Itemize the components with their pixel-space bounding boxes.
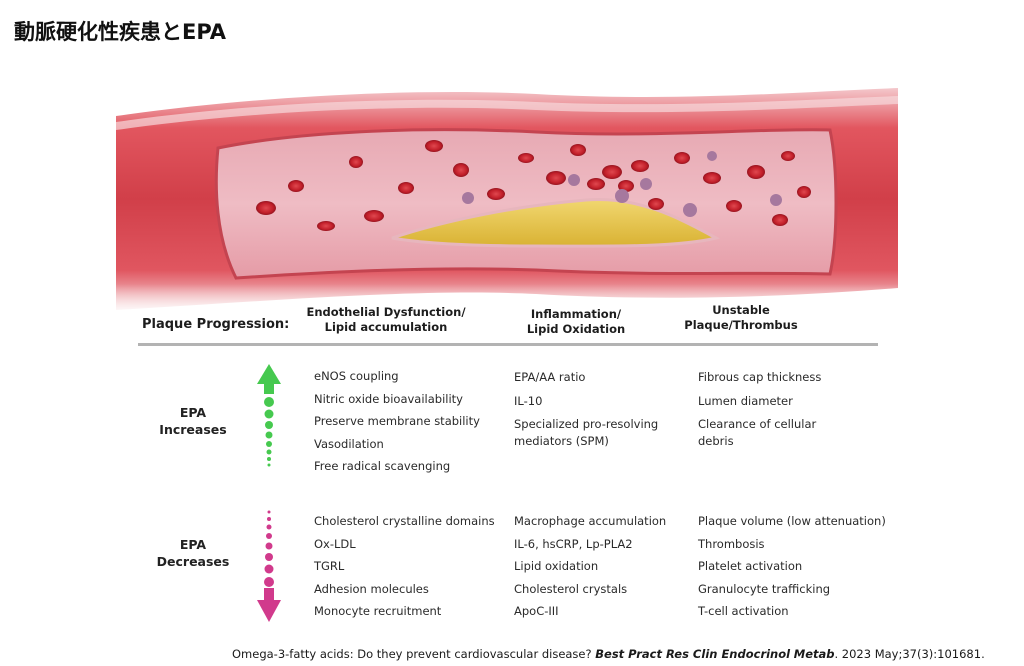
- list-item: Thrombosis: [698, 536, 765, 551]
- list-item: Platelet activation: [698, 559, 803, 574]
- header-divider: [138, 343, 878, 346]
- label-line: EPA: [179, 405, 207, 420]
- column-heading-inflammation: Inflammation/ Lipid Oxidation: [506, 307, 646, 337]
- list-item: Free radical scavenging: [314, 459, 451, 474]
- arrow-dot: [264, 397, 274, 407]
- citation-journal: Best Pract Res Clin Endocrinol: [595, 647, 791, 661]
- column-heading-line: Lipid accumulation: [324, 320, 448, 334]
- arrow-dot: [266, 533, 272, 539]
- page-title: 動脈硬化性疾患とEPA: [14, 20, 227, 44]
- arrow-dot: [264, 577, 274, 587]
- list-item-line: Clearance of cellular: [698, 417, 817, 431]
- list-item: Granulocyte trafficking: [698, 581, 831, 596]
- decreases-endothelial-list: Cholesterol crystalline domains Ox-LDL T…: [314, 514, 495, 627]
- list-item: TGRL: [314, 559, 345, 574]
- increases-inflammation-list: EPA/AA ratio IL-10 Specialized pro-resol…: [514, 369, 658, 456]
- arrow-dot: [265, 553, 273, 561]
- list-item: Specialized pro-resolving mediators (SPM…: [514, 416, 658, 449]
- artery-cross-section-illustration: [116, 88, 898, 318]
- list-item-line: Specialized pro-resolving: [514, 417, 659, 431]
- artery-lumen: [214, 128, 838, 280]
- artery-highlight: [116, 96, 898, 130]
- arrow-stem: [264, 588, 274, 602]
- list-item: Monocyte recruitment: [314, 604, 442, 619]
- arrow-head: [257, 600, 281, 622]
- column-heading-line: Plaque/Thrombus: [684, 318, 798, 332]
- list-item: IL-6, hsCRP, Lp-PLA2: [514, 536, 633, 551]
- arrow-head: [257, 364, 281, 384]
- citation-details: . 2023 May;37(3):101681.: [834, 647, 985, 661]
- column-heading-endothelial-dysfunction: Endothelial Dysfunction/ Lipid accumulat…: [296, 305, 476, 335]
- plaque-progression-header: Plaque Progression: Endothelial Dysfunct…: [116, 301, 898, 351]
- decrease-arrow-icon: [257, 510, 281, 622]
- arrow-dot: [266, 449, 272, 455]
- arrow-dot: [266, 524, 272, 530]
- list-item: Adhesion molecules: [314, 581, 429, 596]
- increase-arrow-icon: [257, 364, 281, 467]
- arrow-dot: [264, 409, 274, 419]
- citation: Omega-3-fatty acids: Do they prevent car…: [232, 647, 1017, 661]
- plaque-progression-label: Plaque Progression:: [142, 317, 290, 332]
- list-item-line: debris: [698, 433, 734, 448]
- list-item-line: mediators (SPM): [514, 433, 609, 448]
- list-item: EPA/AA ratio: [514, 370, 586, 384]
- platelets: [462, 151, 782, 217]
- list-item: Macrophage accumulation: [514, 514, 667, 528]
- illustration-bottom-fade: [116, 284, 898, 318]
- arrow-dot: [265, 421, 273, 429]
- list-item: ApoC-III: [514, 604, 559, 619]
- arrow-dot: [267, 457, 271, 461]
- label-line: EPA: [179, 537, 207, 552]
- arrow-dot: [267, 510, 271, 514]
- list-item: Ox-LDL: [314, 536, 356, 551]
- arrow-dot: [265, 431, 273, 439]
- list-item: Lumen diameter: [698, 393, 793, 408]
- list-item: Nitric oxide bioavailability: [314, 391, 463, 406]
- increases-unstable-plaque-list: Fibrous cap thickness Lumen diameter Cle…: [698, 369, 821, 456]
- list-item: Fibrous cap thickness: [698, 370, 822, 384]
- list-item: Cholesterol crystals: [514, 581, 628, 596]
- increases-endothelial-list: eNOS coupling Nitric oxide bioavailabili…: [314, 369, 480, 482]
- epa-decreases-label: EPA Decreases: [148, 536, 238, 570]
- column-heading-unstable-plaque: Unstable Plaque/Thrombus: [676, 303, 806, 333]
- decreases-unstable-plaque-list: Plaque volume (low attenuation) Thrombos…: [698, 514, 886, 627]
- column-heading-line: Unstable: [712, 303, 770, 317]
- list-item: eNOS coupling: [314, 369, 399, 383]
- list-item: Clearance of cellular debris: [698, 416, 821, 449]
- epa-increases-label: EPA Increases: [148, 404, 238, 438]
- list-item: Vasodilation: [314, 436, 384, 451]
- list-item: Cholesterol crystalline domains: [314, 514, 495, 528]
- arrow-stem: [264, 382, 274, 394]
- list-item: Plaque volume (low attenuation): [698, 514, 886, 528]
- column-heading-line: Lipid Oxidation: [526, 322, 626, 336]
- list-item: IL-10: [514, 393, 543, 408]
- arrow-dot: [265, 542, 273, 550]
- arrow-dot: [267, 517, 271, 521]
- citation-text: Omega-3-fatty acids: Do they prevent car…: [232, 647, 592, 661]
- list-item: T-cell activation: [698, 604, 789, 619]
- red-blood-cells: [256, 140, 811, 231]
- decreases-inflammation-list: Macrophage accumulation IL-6, hsCRP, Lp-…: [514, 514, 666, 627]
- arrow-dot: [264, 564, 274, 574]
- arrow-dot: [267, 463, 271, 467]
- arrow-dot: [266, 441, 272, 447]
- column-heading-line: Inflammation/: [530, 307, 622, 321]
- column-heading-line: Endothelial Dysfunction/: [306, 305, 466, 319]
- plaque-deposit: [391, 197, 721, 248]
- epa-atherosclerosis-figure: Plaque Progression: Endothelial Dysfunct…: [116, 88, 898, 636]
- label-line: Decreases: [156, 554, 230, 569]
- list-item: Preserve membrane stability: [314, 414, 480, 429]
- list-item: Lipid oxidation: [514, 559, 599, 574]
- citation-journal-abbreviation: Metab: [793, 647, 835, 661]
- label-line: Increases: [159, 422, 227, 437]
